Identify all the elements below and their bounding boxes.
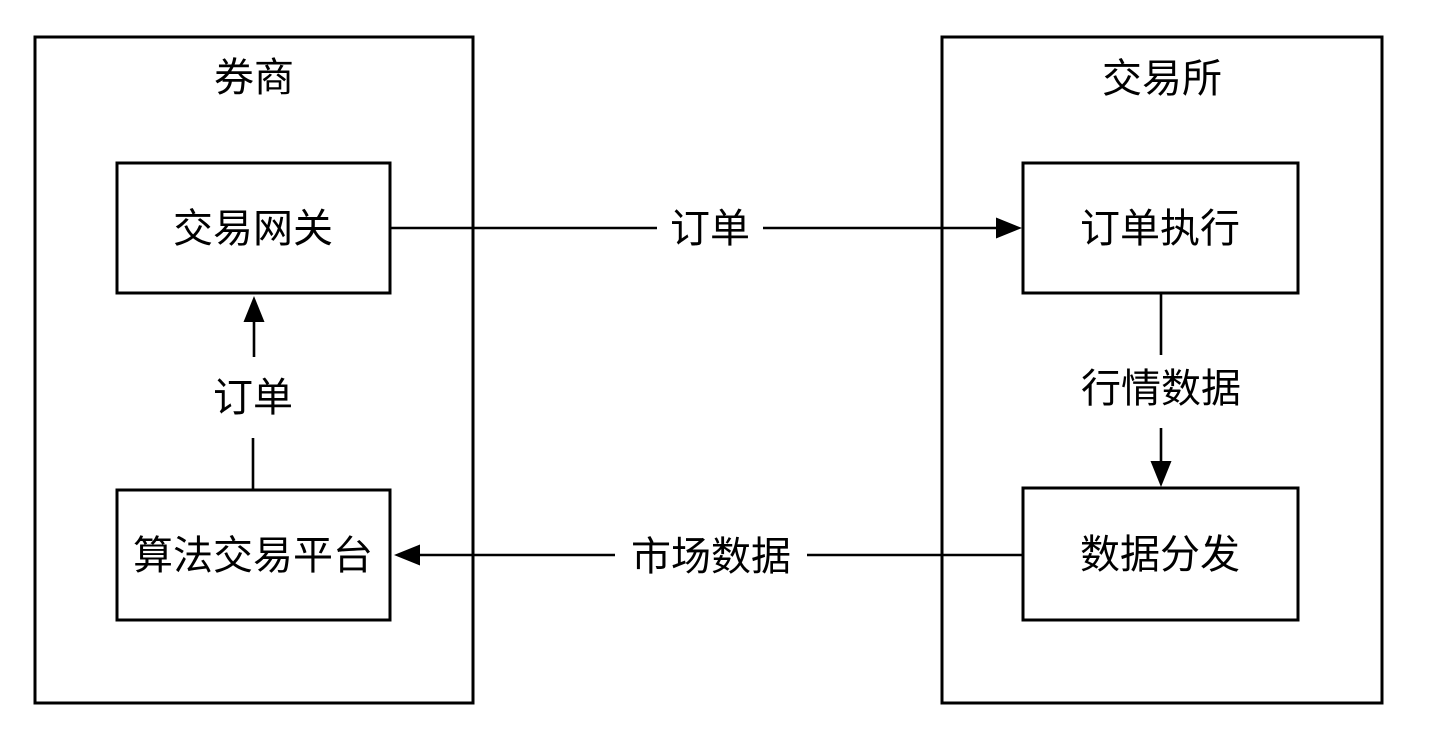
edge-execution-to-distribution-label: 行情数据 (1081, 367, 1241, 411)
algo-trading-platform-label: 算法交易平台 (133, 534, 373, 578)
arrowhead-right-icon (996, 217, 1022, 239)
trading-gateway-label: 交易网关 (173, 207, 333, 251)
edge-execution-to-distribution: 行情数据 (1081, 293, 1241, 487)
data-distribution-label: 数据分发 (1080, 533, 1240, 577)
edge-gateway-to-execution-label: 订单 (670, 207, 750, 251)
edge-gateway-to-execution: 订单 (390, 207, 1022, 251)
edge-algo-to-gateway: 订单 (213, 296, 293, 489)
edge-distribution-to-algo: 市场数据 (394, 535, 1023, 579)
arrowhead-up-icon (243, 296, 265, 322)
edge-distribution-to-algo-label: 市场数据 (631, 535, 791, 579)
arrowhead-down-icon (1150, 461, 1172, 487)
broker-title: 券商 (214, 56, 294, 100)
algo-trading-platform-box (115, 488, 392, 622)
order-execution-label: 订单执行 (1080, 207, 1240, 251)
edge-algo-to-gateway-label: 订单 (213, 376, 293, 420)
exchange-title: 交易所 (1102, 57, 1222, 101)
trading-gateway-box (115, 161, 392, 295)
arrowhead-left-icon (394, 544, 420, 566)
